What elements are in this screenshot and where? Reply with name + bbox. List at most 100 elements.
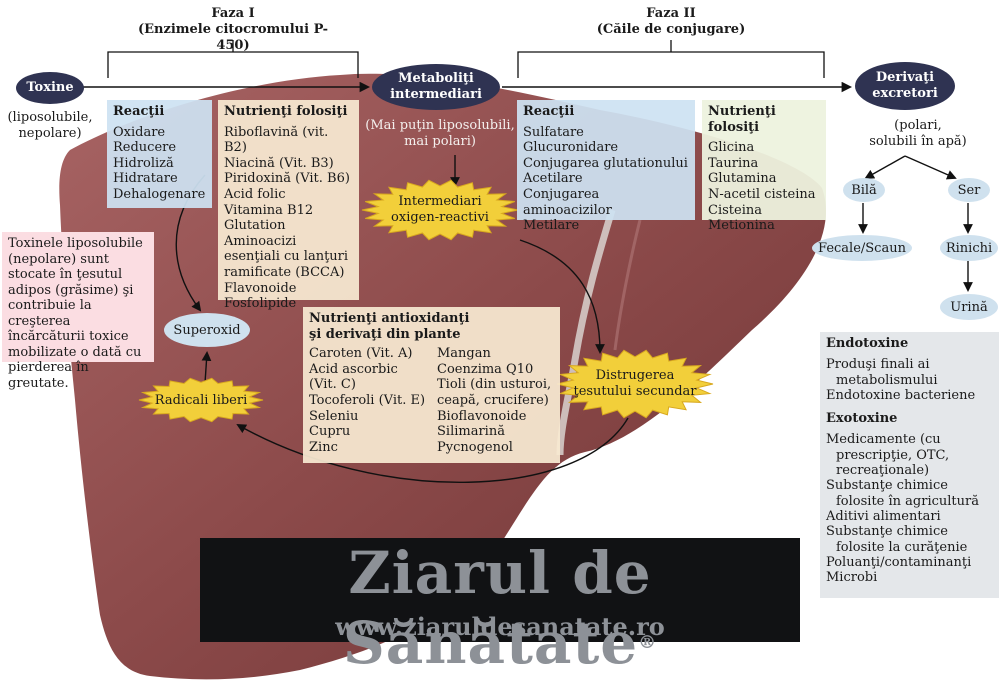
star-text: Radicali liberi bbox=[154, 393, 248, 408]
list-item: Cisteina bbox=[708, 202, 762, 218]
oxigen-reactivi-label: Intermediari oxigen-reactivi bbox=[365, 185, 515, 235]
reactii-phase1-title: Reacţii bbox=[113, 104, 165, 119]
reactii-phase1-list: Oxidare Reducere Hidroliză Hidratare Deh… bbox=[113, 125, 206, 203]
metaboliti-label: intermediari bbox=[390, 87, 482, 102]
list-item: folosite la curăţenie bbox=[836, 539, 968, 555]
list-item: Endotoxine bacteriene bbox=[826, 387, 976, 403]
list-item: Taurina bbox=[708, 155, 759, 171]
list-item: Silimarină bbox=[437, 424, 505, 440]
list-item: Medicamente (cu bbox=[826, 432, 941, 448]
toxine-note: (liposolubile, nepolare) bbox=[0, 110, 100, 142]
pink-note-line: (nepolare) sunt bbox=[8, 251, 109, 267]
pink-note-line: contribuie la creşterea bbox=[8, 298, 92, 329]
phase1-bracket bbox=[107, 40, 359, 78]
radicali-label: Radicali liberi bbox=[145, 383, 257, 419]
derivati-note: (polari, solubili în apă) bbox=[858, 118, 978, 150]
list-item: Glutamina bbox=[708, 171, 777, 187]
toxine-node: Toxine bbox=[16, 72, 84, 104]
list-item: Metionina bbox=[708, 218, 775, 234]
toxin-sources-box: Endotoxine Produşi finali ai metabolismu… bbox=[820, 332, 999, 598]
list-item: Piridoxină (Vit. B6) bbox=[224, 171, 350, 187]
watermark-logo-text: Ziarul de Sănătate bbox=[342, 539, 652, 677]
list-item: Sulfatare bbox=[523, 124, 584, 140]
watermark-url: www.ziaruldesanatate.ro bbox=[200, 612, 800, 642]
list-item: Tioli (din usturoi, bbox=[437, 377, 552, 393]
toxine-note-line: (liposolubile, bbox=[7, 110, 93, 125]
list-item: Bioflavonoide bbox=[437, 408, 527, 424]
fecale-node: Fecale/Scaun bbox=[812, 235, 912, 261]
list-item: N-acetil cisteina bbox=[708, 186, 816, 202]
list-item: recreaţionale) bbox=[836, 463, 930, 479]
list-item: Caroten (Vit. A) bbox=[309, 346, 413, 362]
star-oxigen-shape bbox=[361, 179, 519, 241]
distrugerea-label: Distrugerea ţesutului secundar bbox=[560, 355, 710, 413]
list-item: Substanţe chimice bbox=[826, 478, 948, 494]
list-item: Seleniu bbox=[309, 408, 359, 424]
list-item: Hidratare bbox=[113, 171, 178, 187]
star-radicali-shape bbox=[138, 377, 264, 423]
derivati-note-line: (polari, bbox=[894, 118, 942, 133]
antioxidanti-box: Nutrienţi antioxidanţi şi derivaţi din p… bbox=[303, 307, 560, 463]
registered-mark: ® bbox=[638, 632, 658, 653]
phase1-title: Faza I bbox=[211, 6, 255, 21]
pink-note-line: stocate în ţesutul bbox=[8, 267, 123, 282]
list-item: esenţiali cu lanţuri bbox=[224, 249, 349, 265]
endotoxine-title: Endotoxine bbox=[826, 336, 909, 351]
list-item: Fosfolipide bbox=[224, 296, 297, 312]
list-item: Acid folic bbox=[224, 186, 286, 202]
phase1-header: Faza I (Enzimele citocromului P-450) bbox=[133, 6, 333, 54]
antioxidanti-col2: Mangan Coenzima Q10 Tioli (din usturoi, … bbox=[437, 346, 551, 455]
list-item: Tocoferoli (Vit. E) bbox=[309, 392, 426, 408]
pink-note-line: mobilizate o dată cu bbox=[8, 344, 142, 360]
derivati-note-line: solubili în apă) bbox=[869, 134, 967, 149]
list-item: Flavonoide bbox=[224, 280, 297, 296]
list-item: Microbi bbox=[826, 570, 878, 586]
watermark-url-text: www.ziaruldesanatate.ro bbox=[335, 612, 665, 641]
urina-node: Urină bbox=[940, 294, 998, 320]
list-item: Glutation bbox=[224, 218, 286, 234]
list-item: ramificate (BCCA) bbox=[224, 264, 345, 280]
list-item: Substanţe chimice bbox=[826, 524, 948, 540]
metaboliti-note-line: mai polari) bbox=[404, 134, 476, 149]
pink-note-line: încărcăturii toxice bbox=[8, 329, 129, 344]
antioxidanti-title: şi derivaţi din plante bbox=[309, 326, 461, 342]
phase2-title: Faza II bbox=[646, 6, 696, 21]
star-text: ţesutului secundar bbox=[573, 384, 697, 399]
derivati-node: Derivaţi excretori bbox=[855, 62, 955, 110]
list-item: Hidroliză bbox=[113, 155, 174, 171]
superoxid-label: Superoxid bbox=[173, 322, 241, 338]
list-item: Mangan bbox=[437, 346, 491, 362]
list-item: Conjugarea glutationului bbox=[523, 155, 688, 171]
list-item: ceapă, crucifere) bbox=[437, 392, 549, 408]
phase1-subtitle: (Enzimele citocromului P-450) bbox=[137, 22, 329, 53]
nutrienti-phase1-list: Riboflavină (vit. B2) Niacină (Vit. B3) … bbox=[224, 125, 353, 312]
pink-note-box: Toxinele liposolubile (nepolare) sunt st… bbox=[2, 232, 154, 391]
pink-note-line: pierderea în greutate. bbox=[8, 360, 89, 391]
metaboliti-note-line: (Mai puţin liposolubili, bbox=[365, 118, 515, 133]
pink-note-line: Toxinele liposolubile bbox=[8, 236, 143, 251]
phase2-bracket bbox=[517, 40, 825, 78]
list-item: Metilare bbox=[523, 218, 580, 234]
list-item: Vitamina B12 bbox=[224, 202, 314, 218]
list-item: Oxidare bbox=[113, 124, 166, 140]
list-item: Conjugarea aminoacizilor bbox=[523, 186, 612, 218]
derivati-label: Derivaţi bbox=[875, 70, 935, 85]
superoxid-node: Superoxid bbox=[164, 313, 250, 347]
reactii-phase2-box: Reacţii Sulfatare Glucuronidare Conjugar… bbox=[517, 100, 695, 233]
list-item: (Vit. C) bbox=[309, 377, 356, 393]
ser-node: Ser bbox=[948, 178, 990, 202]
list-item: folosite în agricultură bbox=[836, 493, 979, 509]
list-item: Coenzima Q10 bbox=[437, 361, 534, 377]
list-item: Glucuronidare bbox=[523, 140, 619, 156]
list-item: Aditivi alimentari bbox=[826, 508, 941, 524]
nutrienti-phase1-box: Nutrienţi folosiţi Riboflavină (vit. B2)… bbox=[218, 100, 359, 311]
list-item: Pycnogenol bbox=[437, 439, 513, 455]
toxine-note-line: nepolare) bbox=[18, 126, 82, 141]
reactii-phase1-box: Reacţii Oxidare Reducere Hidroliză Hidra… bbox=[107, 100, 212, 208]
list-item: Riboflavină (vit. B2) bbox=[224, 124, 329, 156]
pink-note-line: adipos (grăsime) şi bbox=[8, 282, 134, 298]
antioxidanti-col1: Caroten (Vit. A) Acid ascorbic (Vit. C) … bbox=[309, 346, 437, 455]
bila-label: Bilă bbox=[851, 182, 877, 198]
rinichi-node: Rinichi bbox=[940, 235, 998, 261]
star-text: Distrugerea bbox=[595, 368, 675, 383]
